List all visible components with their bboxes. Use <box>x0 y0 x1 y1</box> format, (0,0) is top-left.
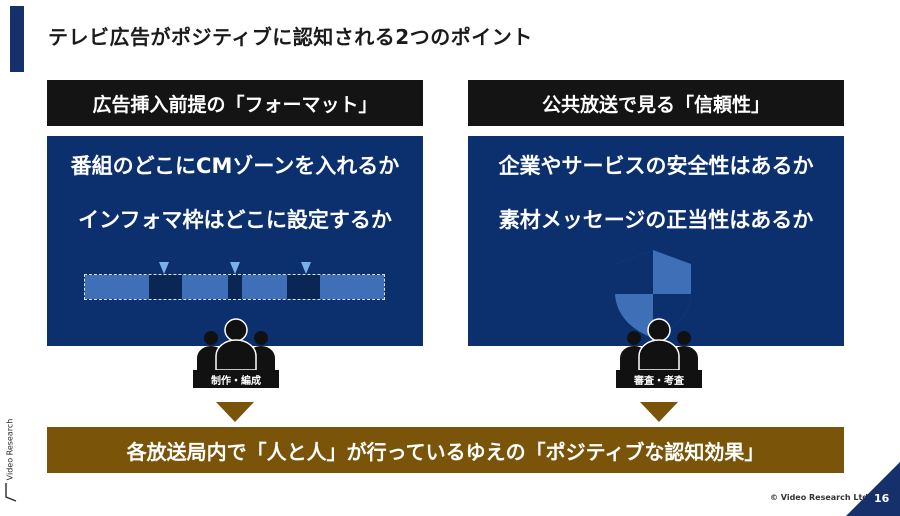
down-arrow-icon <box>216 402 254 422</box>
timeline-program-segment <box>85 275 149 299</box>
timeline-program-segment <box>320 275 384 299</box>
format-line-2: インフォマ枠はどこに設定するか <box>78 208 392 232</box>
cm-insert-marker <box>159 262 169 274</box>
page-corner-decoration <box>846 462 900 516</box>
page-number: 16 <box>874 492 890 505</box>
timeline-program-segment <box>182 275 228 299</box>
staff-group-icon <box>197 318 275 370</box>
company-logo: Video Research <box>2 405 18 505</box>
copyright-text: © Video Research Ltd. <box>770 493 872 502</box>
conclusion-banner: 各放送局内で「人と人」が行っているゆえの「ポジティブな認知効果」 <box>47 427 844 473</box>
production-programming-label: 制作・編成 <box>193 370 279 388</box>
timeline-cm-zone <box>228 275 242 299</box>
timeline-cm-zone <box>149 275 182 299</box>
review-screening-label: 審査・考査 <box>616 370 702 388</box>
down-arrow-icon <box>640 402 678 422</box>
cm-insert-marker <box>230 262 240 274</box>
format-panel: 番組のどこにCMゾーンを入れるか インフォマ枠はどこに設定するか <box>47 136 423 346</box>
trust-line-2: 素材メッセージの正当性はあるか <box>498 208 814 232</box>
reviewers-group-icon <box>620 318 698 370</box>
logo-text: Video Research <box>5 418 15 481</box>
trust-line-1: 企業やサービスの安全性はあるか <box>498 154 814 178</box>
format-header: 広告挿入前提の「フォーマット」 <box>47 80 423 126</box>
slide-title: テレビ広告がポジティブに認知される2つのポイント <box>48 25 533 49</box>
timeline-program-segment <box>242 275 287 299</box>
program-timeline-diagram <box>84 274 385 300</box>
trust-header: 公共放送で見る「信頼性」 <box>468 80 844 126</box>
logo-mark-icon <box>5 483 17 502</box>
cm-insert-marker <box>301 262 311 274</box>
format-line-1: 番組のどこにCMゾーンを入れるか <box>70 154 400 178</box>
accent-bar <box>10 6 24 72</box>
timeline-cm-zone <box>287 275 320 299</box>
